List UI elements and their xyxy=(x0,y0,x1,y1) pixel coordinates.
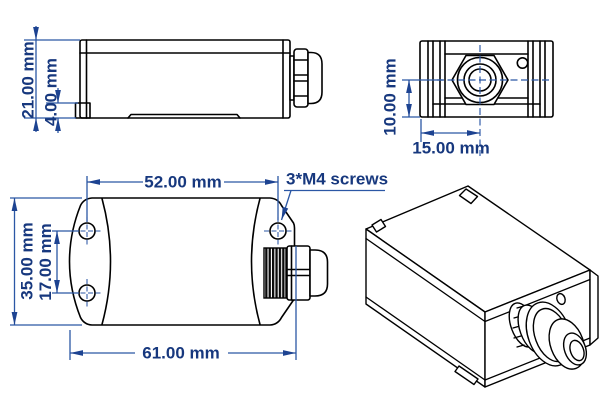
side-bottom-recess xyxy=(127,113,241,119)
dim-text-overall-width: 35.00 mm xyxy=(18,222,37,300)
dim-text-hole-span: 52.00 mm xyxy=(144,173,222,192)
front-vent-hole xyxy=(516,56,529,69)
side-base-lip xyxy=(74,102,91,119)
mounting-hole-top-right xyxy=(269,222,287,240)
iso-cable-gland xyxy=(508,301,588,370)
iso-lid-line-left xyxy=(365,237,486,323)
callout-text-m4-screws: 3*M4 screws xyxy=(286,170,388,189)
side-gland-dome xyxy=(307,51,323,105)
iso-lid-notch-far xyxy=(458,188,479,205)
side-body-outline xyxy=(79,39,291,119)
top-gland-dome xyxy=(309,249,329,297)
iso-base-line-left xyxy=(365,296,486,381)
iso-vent-hole xyxy=(556,292,566,306)
callout-leader-arrow xyxy=(280,190,292,221)
front-view: 10.00 mm 15.00 mm xyxy=(381,40,554,158)
dim-text-gland-height: 10.00 mm xyxy=(381,58,400,136)
top-gland-locknut-hatched xyxy=(263,247,287,299)
dim-text-hole-pitch: 17.00 mm xyxy=(36,223,55,301)
dim-text-gland-offset: 15.00 mm xyxy=(412,139,490,158)
isometric-view xyxy=(365,185,599,388)
top-body-outline xyxy=(68,197,296,326)
iso-lid-line-right xyxy=(484,278,591,323)
dim-text-overall-height: 21.00 mm xyxy=(19,41,38,119)
top-view: 52.00 mm 35.00 mm 17.00 mm 61.00 mm 3*M4… xyxy=(10,170,388,363)
dim-text-base-lip: 4.00 mm xyxy=(42,58,61,126)
iso-gland-opening xyxy=(569,339,585,362)
top-left-flange-arc xyxy=(101,197,112,326)
iso-right-flange-edge xyxy=(589,269,599,346)
top-right-flange-arc xyxy=(250,197,261,326)
side-view: 21.00 mm 4.00 mm xyxy=(19,26,323,133)
iso-base-foot xyxy=(454,365,479,386)
dim-text-overall-length: 61.00 mm xyxy=(142,344,220,363)
top-gland-nut xyxy=(286,245,311,301)
iso-lid-notch-left xyxy=(371,218,387,233)
side-gland-nut xyxy=(293,48,309,108)
